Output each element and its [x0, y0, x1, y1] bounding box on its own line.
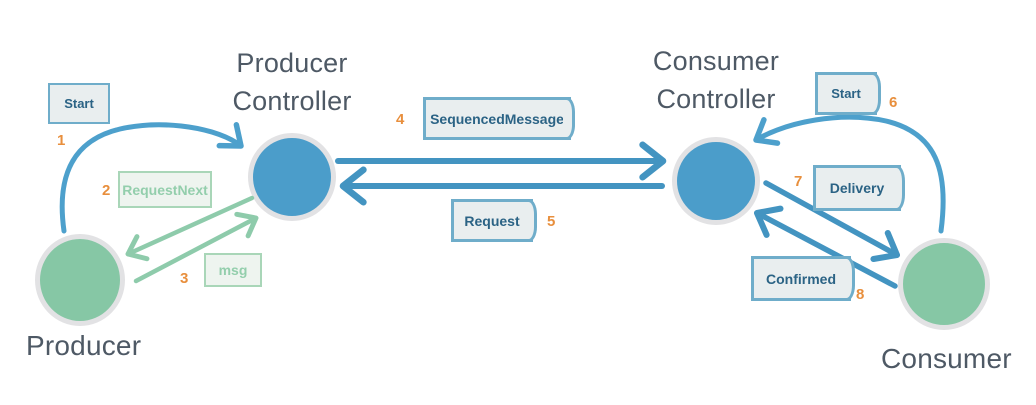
seq-number-2: 2 — [102, 182, 111, 199]
message-box-sequenced-message: SequencedMessage — [423, 97, 575, 140]
seq-number-5: 5 — [547, 213, 556, 230]
producer-node-circle — [35, 234, 125, 326]
consumer-label: Consumer — [881, 343, 1012, 374]
seq-number-4: 4 — [396, 111, 405, 128]
consumer-controller-heading-line1: Consumer — [652, 46, 780, 76]
producer-controller-heading-line2: Controller — [232, 86, 352, 116]
message-box-msg: msg — [204, 253, 262, 287]
arrow-start-6 — [753, 114, 946, 234]
consumer-node-circle — [898, 238, 990, 330]
seq-number-3: 3 — [180, 270, 189, 287]
message-box-start-producer: Start — [48, 83, 110, 124]
consumer-controller-heading-line2: Controller — [656, 84, 776, 114]
seq-number-1: 1 — [57, 132, 66, 149]
message-box-request-next: RequestNext — [118, 171, 212, 208]
producer-controller-heading-line1: Producer — [236, 48, 348, 78]
message-box-confirmed: Confirmed — [751, 256, 855, 301]
arrow-confirmed — [753, 205, 898, 289]
message-box-request: Request — [451, 199, 537, 242]
consumer-controller-node-circle — [672, 137, 760, 225]
arrow-request-next — [125, 195, 255, 262]
producer-controller-node-circle — [248, 133, 336, 221]
seq-number-6: 6 — [889, 94, 898, 111]
consumer-controller-heading: Consumer Controller — [626, 42, 806, 118]
arrow-msg — [133, 211, 259, 284]
message-box-start-consumer: Start — [815, 72, 881, 115]
seq-number-7: 7 — [794, 173, 803, 190]
producer-controller-heading: Producer Controller — [202, 44, 382, 120]
seq-number-8: 8 — [856, 286, 865, 303]
arrow-start-1 — [59, 122, 244, 234]
message-box-delivery: Delivery — [813, 165, 905, 211]
producer-label: Producer — [26, 330, 142, 361]
arrow-delivery — [763, 180, 901, 263]
